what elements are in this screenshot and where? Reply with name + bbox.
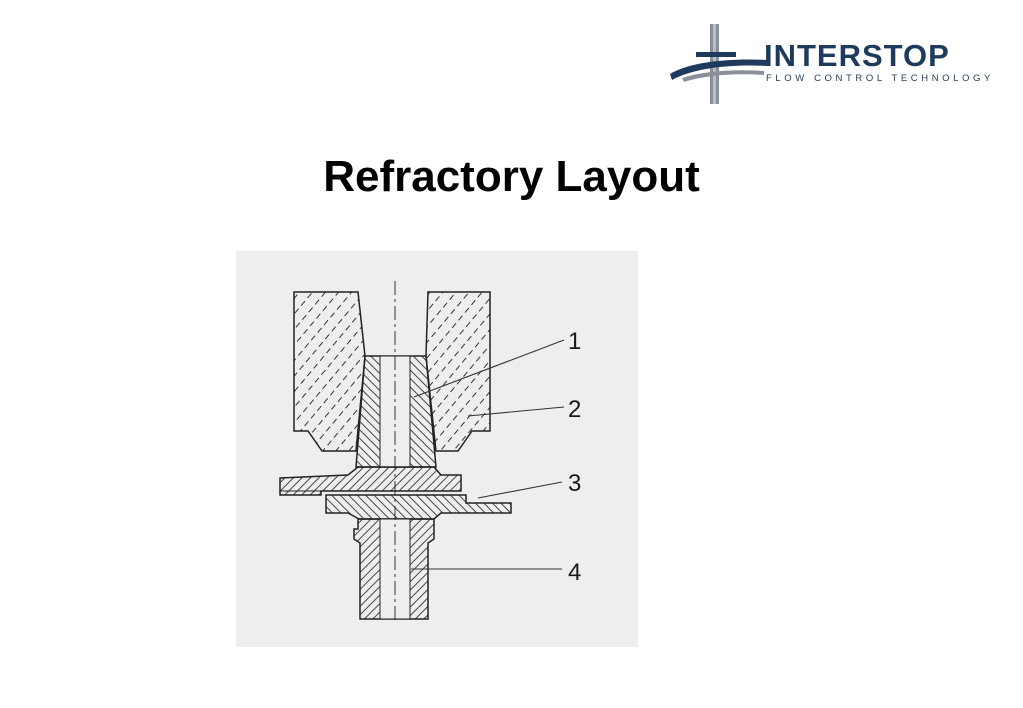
- inner-nozzle: [355, 355, 437, 468]
- company-logo: INTERSTOP FLOW CONTROL TECHNOLOGY: [668, 22, 990, 106]
- logo-tagline: FLOW CONTROL TECHNOLOGY: [766, 73, 994, 84]
- slide-title: Refractory Layout: [323, 152, 700, 201]
- refractory-diagram: 1 2 3 4: [236, 251, 638, 647]
- logo-wordmark: INTERSTOP: [764, 38, 950, 73]
- well-block: [293, 291, 491, 452]
- slide-gate-plates: [279, 466, 512, 520]
- interstop-logo-icon: [670, 24, 768, 104]
- leader-lines: [411, 339, 565, 570]
- part-label-1: 1: [568, 328, 581, 355]
- part-label-4: 4: [568, 559, 581, 586]
- part-label-3: 3: [568, 470, 581, 497]
- part-label-2: 2: [568, 396, 581, 423]
